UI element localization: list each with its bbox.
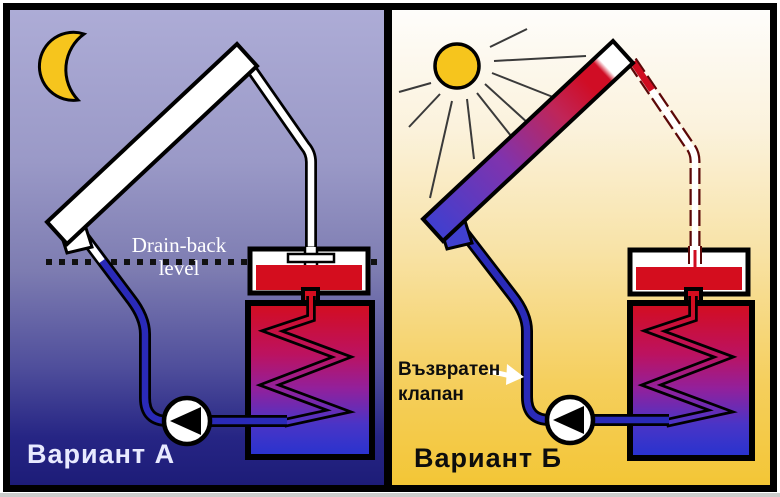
drain-back-tank-right (627, 246, 751, 297)
hot-pipe-right (627, 57, 701, 256)
check-valve-line2: клапан (398, 384, 464, 405)
variant-a-title: Вариант А (27, 439, 176, 469)
storage-tank-left (245, 300, 375, 460)
check-valve-label: Възвратен клапан (398, 357, 508, 407)
drain-back-tank-left (247, 246, 371, 296)
panel-divider (384, 10, 392, 485)
drain-back-level-line1: Drain-back (131, 233, 227, 257)
sun-icon (398, 28, 587, 199)
drain-back-level-label: Drain-back level (112, 234, 246, 280)
hot-pipe-left (238, 53, 317, 258)
storage-tank-right (627, 300, 755, 461)
heat-exchanger-coil-right (637, 296, 738, 428)
solar-collector-right (420, 38, 636, 244)
moon-icon (37, 30, 88, 102)
check-valve-arrow-icon (488, 364, 524, 385)
pump-icon-left (161, 395, 213, 447)
drain-back-level-line2: level (158, 256, 200, 280)
check-valve-line1: Възвратен (398, 359, 501, 380)
heat-exchanger-coil-left (255, 296, 356, 428)
cold-pipe-right (457, 226, 668, 426)
pump-icon-right (544, 394, 596, 446)
variant-b-title: Вариант Б (414, 443, 563, 473)
bottom-edge-strip (0, 493, 780, 497)
solar-collector-left (44, 41, 260, 247)
